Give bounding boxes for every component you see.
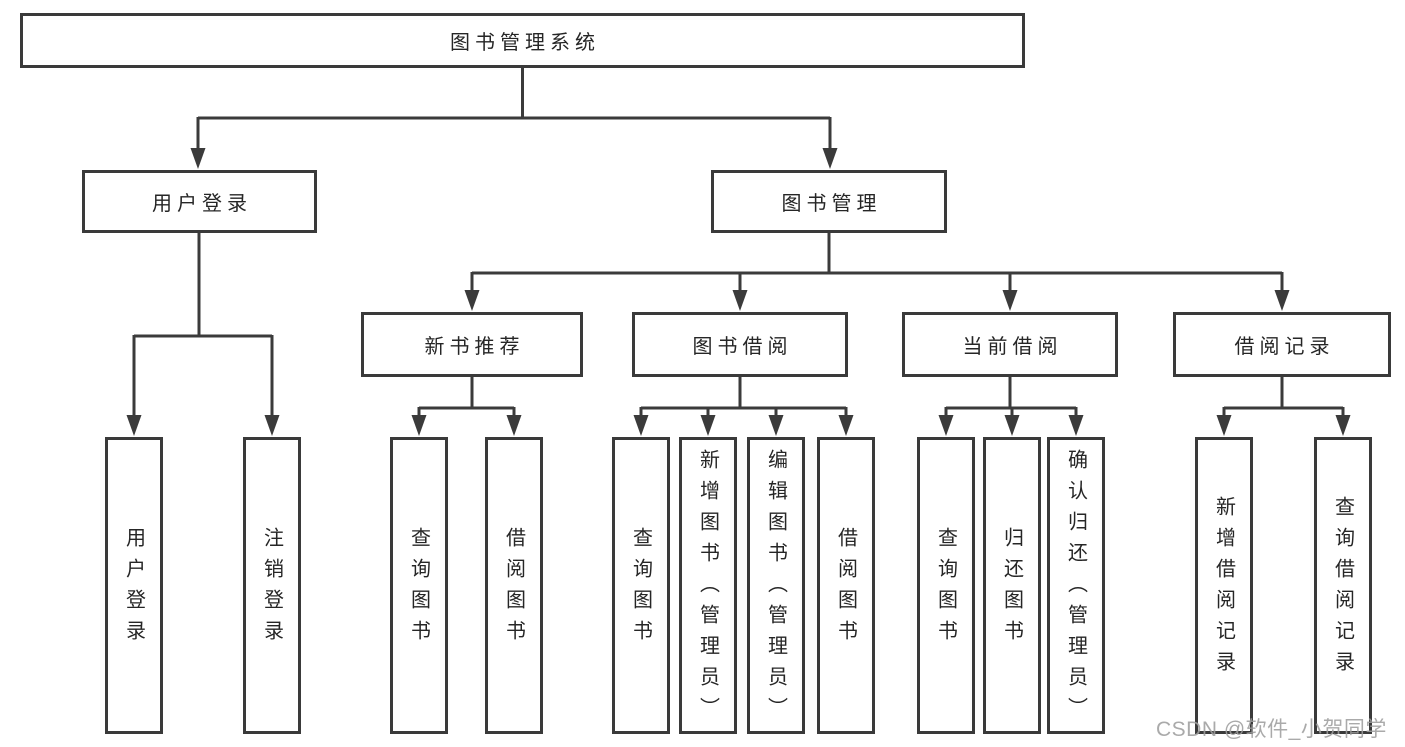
node-new-book-rec: 新书推荐 bbox=[361, 312, 583, 377]
node-leaf-current-return-label: 归还图书 bbox=[1000, 526, 1023, 651]
node-leaf-newbook-borrow-label: 借阅图书 bbox=[502, 526, 525, 651]
node-leaf-borrow-borrow: 借阅图书 bbox=[817, 437, 875, 734]
node-leaf-borrow-edit: 编辑图书（管理员） bbox=[747, 437, 805, 734]
node-user-login: 用户登录 bbox=[82, 170, 317, 233]
node-leaf-borrow-query-label: 查询图书 bbox=[629, 526, 652, 651]
node-leaf-borrow-add-label: 新增图书（管理员） bbox=[696, 449, 719, 728]
node-leaf-newbook-query-label: 查询图书 bbox=[407, 526, 430, 651]
node-book-mgmt-label: 图书管理 bbox=[781, 193, 882, 215]
node-leaf-user-login-label: 用户登录 bbox=[122, 526, 145, 651]
node-new-book-rec-label: 新书推荐 bbox=[424, 336, 525, 358]
node-book-borrow: 图书借阅 bbox=[632, 312, 848, 377]
node-user-login-label: 用户登录 bbox=[152, 193, 252, 215]
node-leaf-borrow-add: 新增图书（管理员） bbox=[679, 437, 737, 734]
connector-root-to-level2 bbox=[190, 66, 838, 169]
connector-new-book-to-leaves bbox=[411, 377, 522, 436]
node-leaf-current-confirm-label: 确认归还（管理员） bbox=[1064, 449, 1087, 728]
node-leaf-current-confirm: 确认归还（管理员） bbox=[1047, 437, 1105, 734]
node-leaf-newbook-borrow: 借阅图书 bbox=[485, 437, 543, 734]
node-book-borrow-label: 图书借阅 bbox=[692, 336, 793, 358]
node-leaf-record-query-label: 查询借阅记录 bbox=[1331, 495, 1354, 682]
node-leaf-borrow-borrow-label: 借阅图书 bbox=[834, 526, 857, 651]
node-leaf-logout: 注销登录 bbox=[243, 437, 301, 734]
connector-user-login-to-leaves bbox=[126, 233, 280, 436]
node-leaf-current-return: 归还图书 bbox=[983, 437, 1041, 734]
node-current-borrow: 当前借阅 bbox=[902, 312, 1118, 377]
node-borrow-records: 借阅记录 bbox=[1173, 312, 1391, 377]
node-leaf-record-query: 查询借阅记录 bbox=[1314, 437, 1372, 734]
node-leaf-borrow-query: 查询图书 bbox=[612, 437, 670, 734]
node-borrow-records-label: 借阅记录 bbox=[1234, 336, 1335, 358]
connector-book-borrow-to-leaves bbox=[633, 377, 854, 436]
connector-book-mgmt-to-level3 bbox=[464, 233, 1290, 311]
node-leaf-user-login: 用户登录 bbox=[105, 437, 163, 734]
watermark: CSDN @软件_小贺同学 bbox=[1156, 718, 1387, 741]
connector-borrow-records-to-leaves bbox=[1216, 377, 1351, 436]
node-leaf-record-add-label: 新增借阅记录 bbox=[1212, 495, 1235, 682]
node-leaf-newbook-query: 查询图书 bbox=[390, 437, 448, 734]
node-leaf-record-add: 新增借阅记录 bbox=[1195, 437, 1253, 734]
node-root: 图书管理系统 bbox=[20, 13, 1025, 68]
node-leaf-borrow-edit-label: 编辑图书（管理员） bbox=[764, 449, 787, 728]
node-leaf-logout-label: 注销登录 bbox=[260, 526, 283, 651]
node-root-label: 图书管理系统 bbox=[450, 32, 600, 54]
node-leaf-current-query-label: 查询图书 bbox=[934, 526, 957, 651]
node-book-mgmt: 图书管理 bbox=[711, 170, 947, 233]
node-leaf-current-query: 查询图书 bbox=[917, 437, 975, 734]
connector-current-borrow-to-leaves bbox=[938, 377, 1084, 436]
node-current-borrow-label: 当前借阅 bbox=[962, 336, 1063, 358]
